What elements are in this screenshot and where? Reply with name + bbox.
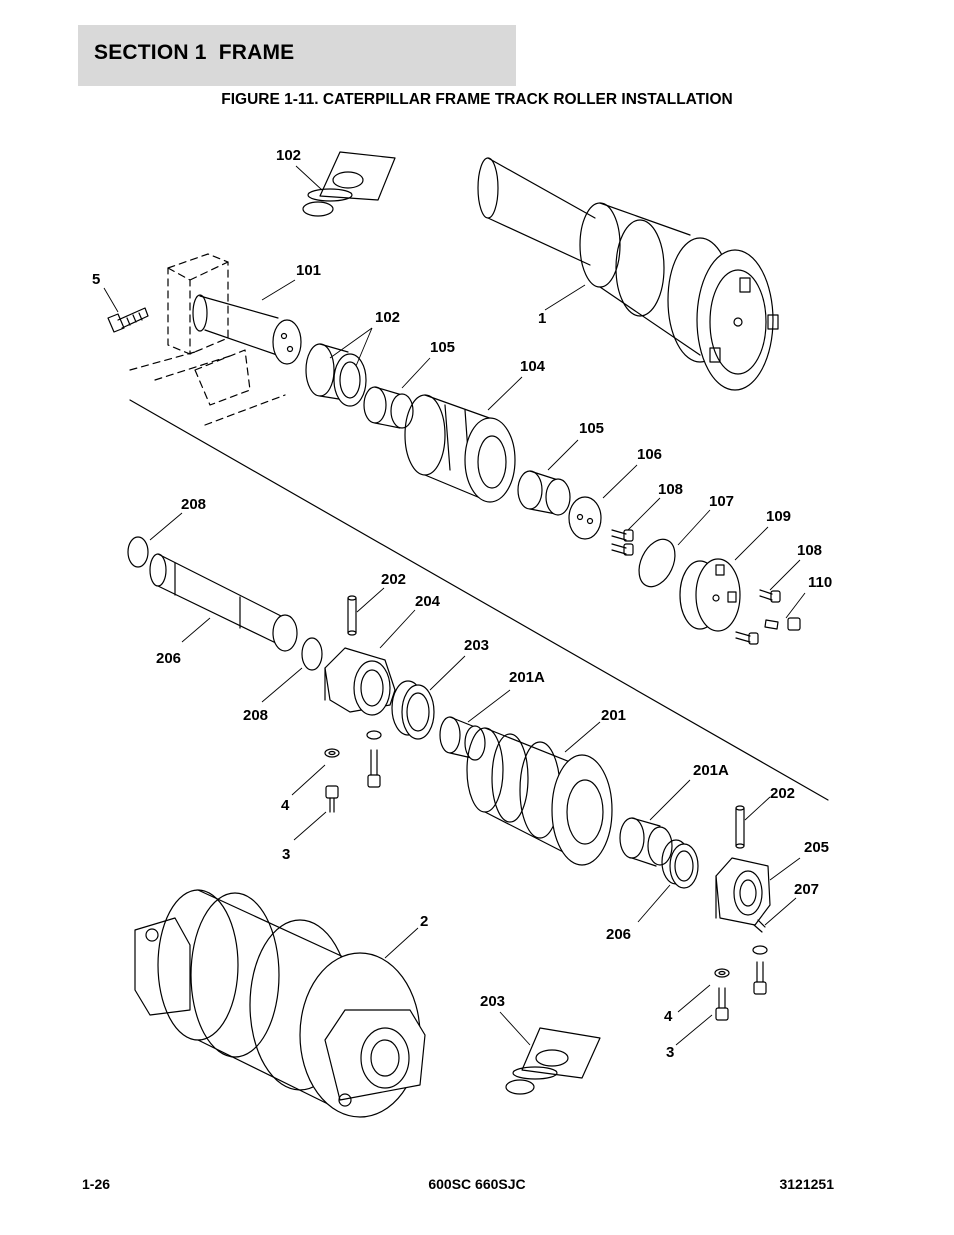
callout-206: 206 [606,926,631,943]
seal-part-206b [661,839,699,889]
roller-assembly-part-2 [134,889,426,1118]
cap-part-208a [127,536,149,568]
roller-assembly-part-1 [477,157,779,391]
callout-107: 107 [709,493,734,510]
bushing-part-105a [363,386,414,429]
callout-206: 206 [156,650,181,667]
callout-205: 205 [804,839,829,856]
callout-201A: 201A [693,762,729,779]
callout-202: 202 [770,785,795,802]
pin-part-202b [735,805,745,849]
callout-102: 102 [375,309,400,326]
callout-5: 5 [92,271,100,288]
assembly-divider-line [129,399,829,801]
bushing-part-201A-a [439,716,486,761]
callout-201A: 201A [509,669,545,686]
bracket-part-101 [129,253,286,426]
leader-lines [103,165,806,1046]
roller-shell-part-201 [466,727,613,866]
callout-106: 106 [637,446,662,463]
end-cover-part-109 [679,558,741,632]
callout-109: 109 [766,508,791,525]
cap-part-208b [301,637,323,671]
seal-kit-bag-part-203 [505,1027,601,1095]
washer-bolt-set-a [324,730,382,813]
screws-part-108a [611,529,634,556]
callout-4: 4 [664,1008,673,1025]
bushing-part-201A-b [619,817,673,867]
footer-doc-number: 3121251 [779,1176,834,1192]
pin-part-202a [347,595,357,636]
callout-204: 204 [415,593,441,610]
shaft-part-101 [192,294,302,365]
callout-201: 201 [601,707,626,724]
callout-1: 1 [538,310,546,327]
shaft-part-206 [149,553,298,652]
callout-108: 108 [658,481,683,498]
bolt-part-5 [107,307,149,333]
callout-2: 2 [420,913,428,930]
callout-3: 3 [666,1044,674,1061]
footer-model: 600SC 660SJC [428,1176,526,1192]
o-ring-part-107 [638,538,676,588]
callout-105: 105 [430,339,455,356]
section-header: SECTION 1 FRAME [78,25,516,86]
callout-203: 203 [480,993,505,1010]
callout-202: 202 [381,571,406,588]
cover-plate-part-106 [568,496,602,540]
callout-101: 101 [296,262,321,279]
seal-kit-bag-part-102 [302,151,396,217]
section-title: SECTION 1 FRAME [94,41,295,64]
end-collar-part-204 [324,647,396,716]
seal-group-part-203 [391,680,435,740]
callout-105: 105 [579,420,604,437]
screws-part-108b [735,589,781,645]
callout-110: 110 [808,574,832,591]
callout-208: 208 [181,496,206,513]
roller-shell-part-104 [404,394,516,503]
callout-207: 207 [794,881,819,898]
callout-3: 3 [282,846,290,863]
callout-108: 108 [797,542,822,559]
fitting-part-207 [753,919,766,933]
callout-208: 208 [243,707,268,724]
callout-203: 203 [464,637,489,654]
plug-part-110 [764,617,801,631]
callout-labels: 102 101 5 102 1 105 104 105 106 108 107 … [92,147,832,1061]
callout-4: 4 [281,797,290,814]
bushing-part-105b [517,470,571,516]
washer-bolt-set-b [714,945,768,1021]
callout-104: 104 [520,358,546,375]
figure-title: FIGURE 1-11. CATERPILLAR FRAME TRACK ROL… [221,91,733,108]
callout-102: 102 [276,147,301,164]
footer-page-number: 1-26 [82,1176,111,1192]
seal-rings-part-102 [305,343,367,407]
end-collar-part-205 [715,857,771,926]
